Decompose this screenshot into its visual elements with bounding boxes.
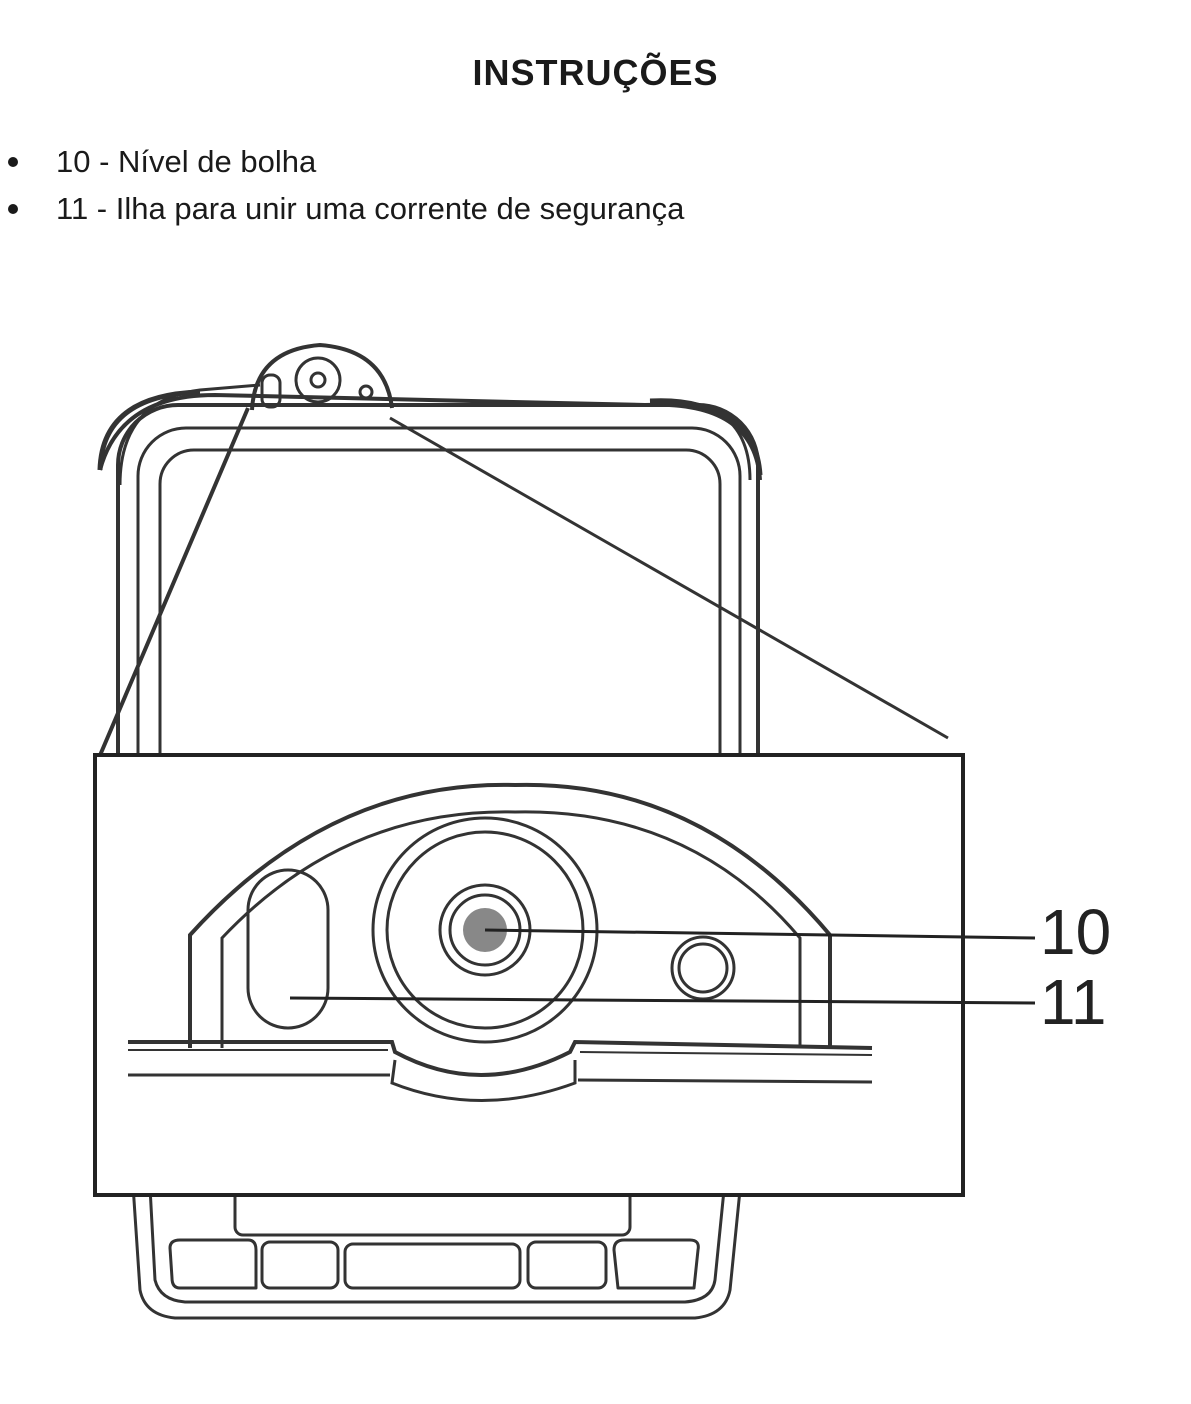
instruction-list: 10 - Nível de bolha 11 - Ilha para unir … [0, 138, 684, 232]
callout-11-leader [289, 996, 1036, 1005]
callout-11: 11 [1040, 966, 1107, 1038]
top-mount [250, 343, 394, 411]
callout-10-leader [484, 928, 1036, 940]
list-item: 10 - Nível de bolha [0, 138, 684, 185]
keypad [168, 1238, 700, 1290]
detail-box [93, 753, 1036, 1197]
list-item: 11 - Ilha para unir uma corrente de segu… [0, 185, 684, 232]
page-title: INSTRUÇÕES [472, 52, 719, 93]
callout-10: 10 [1040, 896, 1112, 968]
